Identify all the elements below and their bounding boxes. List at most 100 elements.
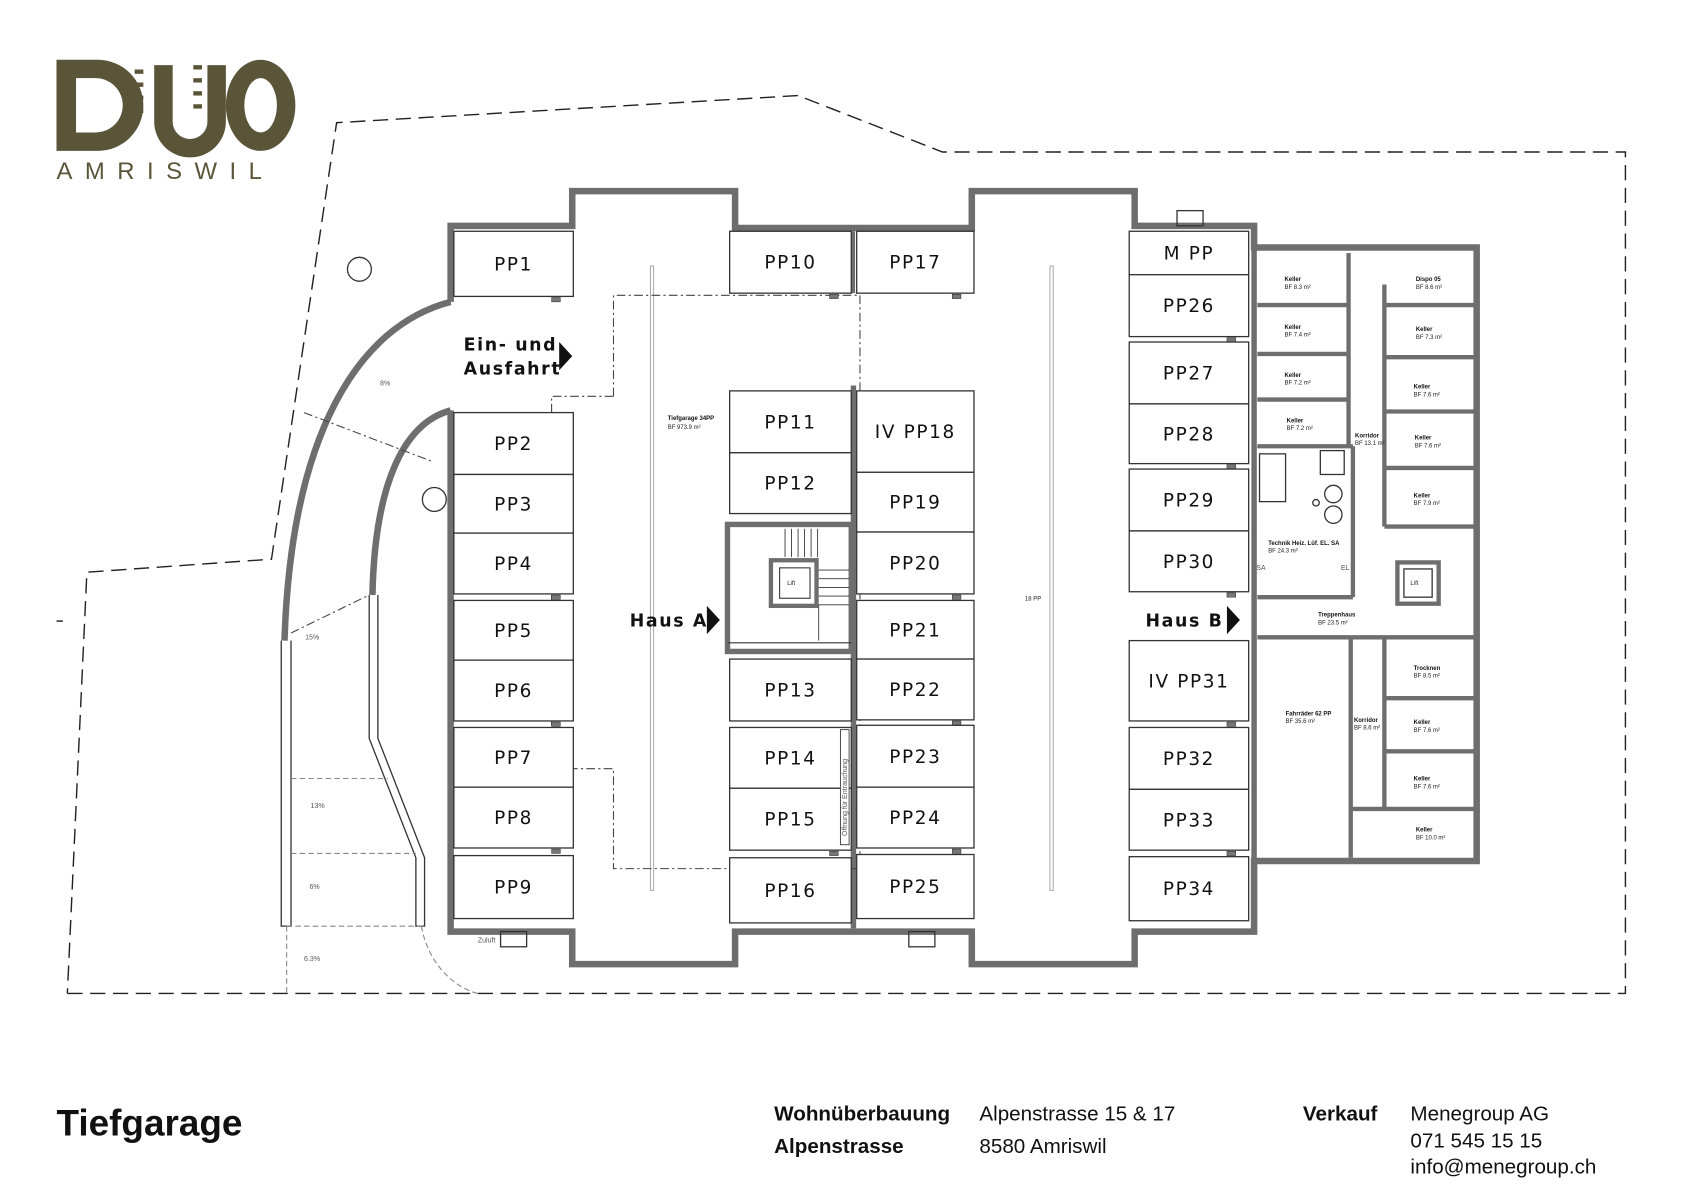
room-name: Keller bbox=[1414, 493, 1431, 499]
parking-spot: PP25 bbox=[856, 853, 975, 920]
aisle-label: 18 PP bbox=[1025, 596, 1041, 602]
room-name: Keller bbox=[1415, 436, 1432, 442]
parking-spot: PP27 bbox=[1128, 341, 1250, 405]
sensor-marker bbox=[551, 848, 561, 854]
parking-spot-label: PP14 bbox=[764, 748, 816, 769]
parking-spot-label: PP4 bbox=[494, 554, 533, 575]
sales-label: Verkauf bbox=[1303, 1103, 1378, 1126]
room-name: Keller bbox=[1287, 418, 1304, 424]
cellar-area: Lift SA EL bbox=[1256, 252, 1475, 858]
room-name: Keller bbox=[1284, 373, 1301, 379]
tree-circle bbox=[346, 256, 373, 282]
room-area: BF 7.3 m² bbox=[1416, 335, 1442, 341]
project-label: Alpenstrasse bbox=[774, 1135, 903, 1158]
parking-spot: PP12 bbox=[729, 452, 852, 515]
sensor-marker bbox=[829, 293, 839, 299]
property-boundary bbox=[66, 94, 1627, 995]
parking-spot: PP21 bbox=[856, 599, 975, 660]
entrance-label: Ausfahrt bbox=[464, 360, 562, 380]
parking-spot-label: PP9 bbox=[494, 878, 533, 899]
parking-spot: PP30 bbox=[1128, 530, 1250, 598]
room-name: Treppenhaus bbox=[1318, 613, 1356, 619]
sensor-marker bbox=[1226, 592, 1236, 598]
room-area: BF 23.5 m² bbox=[1318, 620, 1348, 626]
room-area: BF 10.0 m² bbox=[1416, 835, 1446, 841]
parking-spot: PP3 bbox=[453, 473, 574, 534]
room-name: Korridor bbox=[1354, 718, 1379, 724]
email-link[interactable]: info@menegroup.ch bbox=[1410, 1156, 1596, 1179]
parking-spot-label: PP29 bbox=[1163, 491, 1215, 512]
entrance-arrow-icon bbox=[559, 342, 573, 371]
project-label: Wohnüberbauung bbox=[774, 1103, 950, 1126]
room-name: Keller bbox=[1284, 277, 1301, 283]
parking-spot-label: PP7 bbox=[494, 748, 533, 769]
ramp-slope: 6.3% bbox=[304, 956, 321, 963]
room-name: Trocknen bbox=[1414, 666, 1441, 672]
room-area: BF 7.6 m² bbox=[1414, 728, 1440, 734]
parking-spot-label: PP10 bbox=[764, 253, 816, 274]
parking-spot: PP33 bbox=[1128, 788, 1250, 856]
parking-spot: PP11 bbox=[729, 390, 852, 454]
parking-spot-label: PP20 bbox=[889, 553, 941, 574]
sensor-marker bbox=[551, 721, 561, 727]
parking-spot: PP23 bbox=[856, 724, 975, 788]
zuluft-label: Zuluft bbox=[478, 937, 496, 944]
room-name: Keller bbox=[1416, 828, 1433, 834]
parking-spot-label: PP8 bbox=[494, 808, 533, 829]
sensor-marker bbox=[1226, 721, 1236, 727]
parking-spot-label: IV PP18 bbox=[875, 422, 956, 443]
page-title: Tiefgarage bbox=[56, 1103, 242, 1144]
room-area: BF 8.6 m² bbox=[1416, 285, 1442, 291]
room-area: BF 7.6 m² bbox=[1414, 392, 1440, 398]
room-area: BF 35.6 m² bbox=[1286, 719, 1316, 725]
garage-area: BF 973.9 m² bbox=[668, 425, 701, 431]
sensor-marker bbox=[551, 594, 561, 600]
lift-label: Lift bbox=[1410, 581, 1418, 587]
room-area: BF 8.3 m² bbox=[1284, 285, 1310, 291]
parking-spot-label: PP27 bbox=[1163, 363, 1215, 384]
parking-spot: PP32 bbox=[1128, 726, 1250, 791]
logo-place: AMRISWIL bbox=[56, 158, 274, 185]
parking-spot: PP14 bbox=[729, 726, 852, 789]
parking-spots: PP1PP2PP3PP4PP5PP6PP7PP8PP9PP10PP11PP12P… bbox=[453, 230, 1250, 924]
haus-b-label: Haus B bbox=[1146, 611, 1224, 631]
parking-spot-label: PP21 bbox=[889, 620, 941, 641]
parking-spot-label: M PP bbox=[1164, 243, 1215, 264]
entrance-label: Ein- und bbox=[464, 336, 558, 356]
parking-spot: PP19 bbox=[856, 471, 975, 533]
parking-spot: PP22 bbox=[856, 658, 975, 726]
company-name: Menegroup AG bbox=[1410, 1103, 1549, 1126]
sensor-marker bbox=[951, 848, 962, 854]
phone-number[interactable]: 071 545 15 15 bbox=[1410, 1130, 1542, 1153]
parking-spot: PP8 bbox=[453, 786, 574, 854]
parking-spot: PP16 bbox=[729, 857, 852, 924]
parking-spot: PP5 bbox=[453, 599, 574, 661]
parking-spot: PP2 bbox=[453, 411, 574, 476]
sensor-marker bbox=[829, 850, 839, 856]
address-line: 8580 Amriswil bbox=[979, 1135, 1106, 1158]
parking-spot: PP13 bbox=[729, 658, 852, 722]
building-wall bbox=[447, 187, 1480, 968]
parking-spot-label: PP32 bbox=[1163, 749, 1215, 770]
ramp: 8% 15% 13% 6% 6.3% bbox=[280, 298, 478, 995]
haus-b-arrow-icon bbox=[1226, 605, 1240, 635]
parking-spot-label: PP34 bbox=[1163, 879, 1215, 900]
parking-spot-label: PP28 bbox=[1163, 424, 1215, 445]
parking-spot: PP34 bbox=[1128, 856, 1250, 922]
ramp-slope: 8% bbox=[380, 380, 391, 387]
parking-spot-label: PP33 bbox=[1163, 810, 1215, 831]
room-area: BF 7.2 m² bbox=[1287, 426, 1313, 432]
stair-haus-a: Lift bbox=[724, 521, 854, 655]
parking-spot-label: PP25 bbox=[889, 877, 941, 898]
parking-spot-label: PP26 bbox=[1163, 296, 1215, 317]
address-line: Alpenstrasse 15 & 17 bbox=[979, 1103, 1175, 1126]
sensor-marker bbox=[1226, 850, 1236, 856]
parking-spot-label: PP15 bbox=[764, 810, 816, 831]
parking-spot-label: PP19 bbox=[889, 493, 941, 514]
parking-spot-label: PP2 bbox=[494, 434, 533, 455]
parking-spot-label: PP22 bbox=[889, 680, 941, 701]
parking-spot: PP17 bbox=[856, 230, 975, 299]
parking-spot-label: PP3 bbox=[494, 494, 533, 515]
garage-name: Tiefgarage 34PP bbox=[668, 416, 714, 422]
